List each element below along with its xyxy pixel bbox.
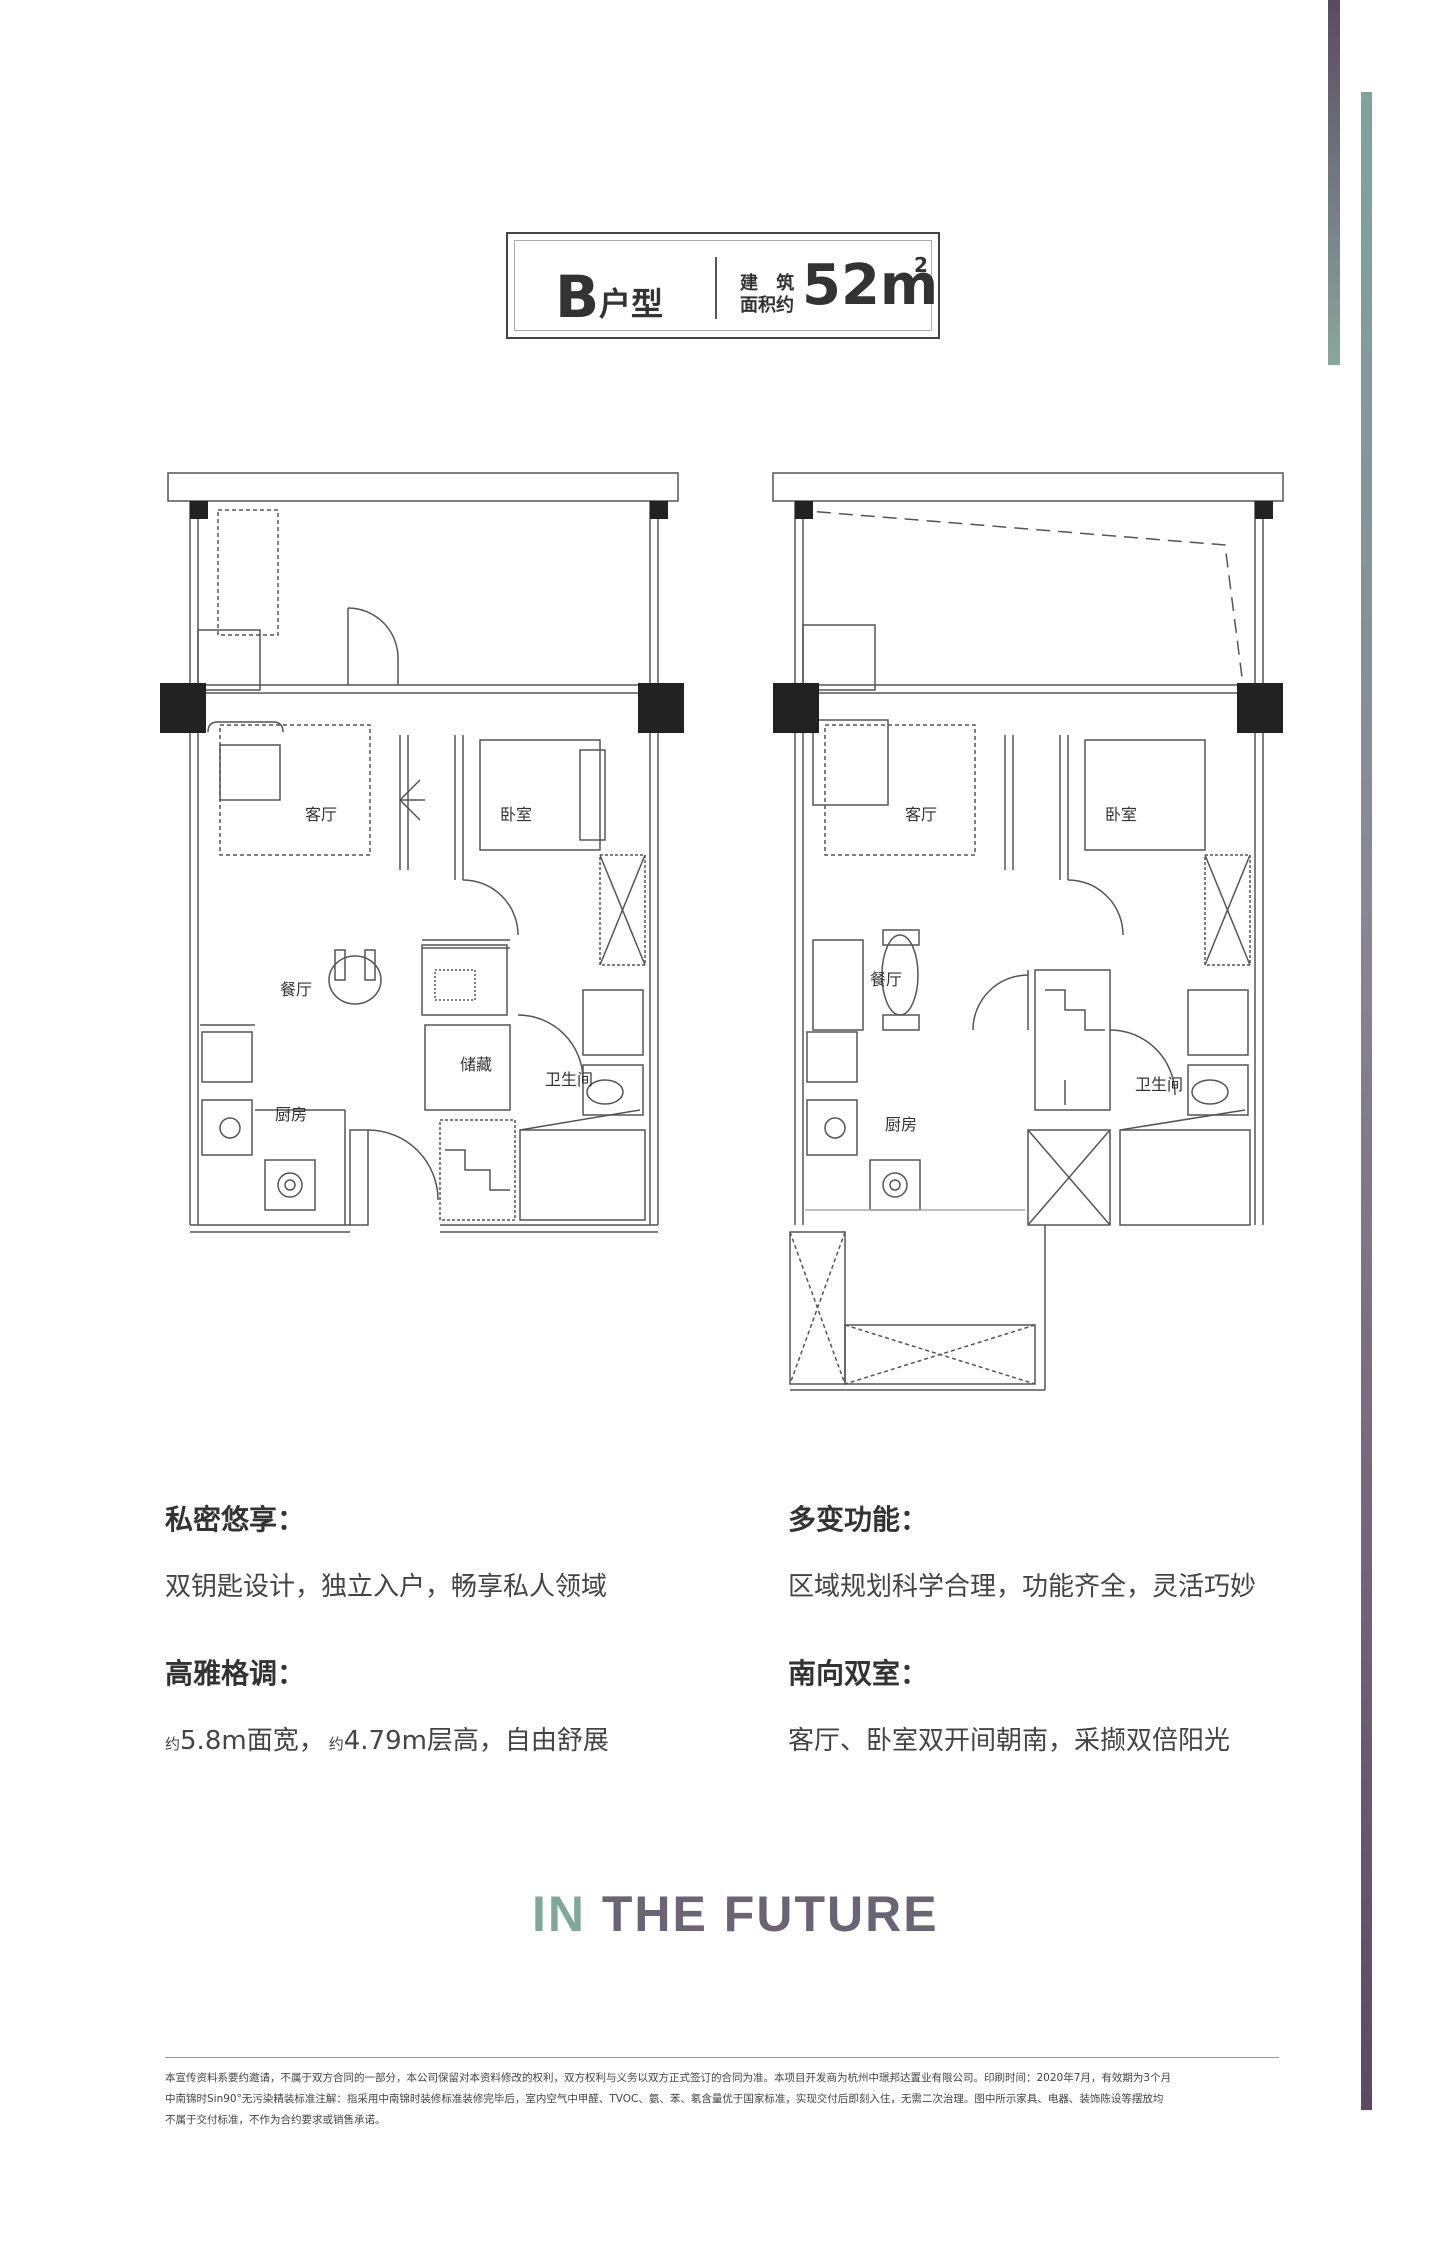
feature-privacy: 私密悠享： 双钥匙设计，独立入户，畅享私人领域 [165,1498,607,1603]
slogan-part: THE [586,1886,724,1942]
room-label-bedroom: 卧室 [1105,805,1137,824]
area-label-line1: 建 筑 [740,273,801,294]
feature-body-part: 4.79m层高，自由舒展 [343,1726,609,1756]
floor-plan-lower: 客厅 卧室 餐厅 储藏 卫生间 厨房 [160,472,684,1233]
balcony-railing [167,472,679,502]
area-unit-superscript: 2 [914,253,928,277]
feature-body: 区域规划科学合理，功能齐全，灵活巧妙 [788,1572,1257,1602]
slogan: IN THE FUTURE [532,1885,939,1943]
disclaimer-line: 本宣传资料系要约邀请，不属于双方合同的一部分，本公司保留对本资料修改的权利，双方… [165,2072,1172,2084]
room-label-bathroom: 卫生间 [1135,1075,1183,1094]
disclaimer-line: 不属于交付标准，不作为合约要求或销售承诺。 [165,2114,386,2126]
room-label-bedroom: 卧室 [500,805,532,824]
title-divider [715,257,717,319]
unit-type-letter: B [555,263,599,331]
feature-title: 南向双室： [788,1657,929,1690]
slogan-part: IN [532,1886,586,1942]
slogan-part: FUTURE [723,1886,939,1942]
unit-title-box: B 户型 建 筑 面积约 52m 2 [506,232,940,339]
disclaimer: 本宣传资料系要约邀请，不属于双方合同的一部分，本公司保留对本资料修改的权利，双方… [165,2068,1290,2131]
floor-plan-upper: 客厅 卧室 餐厅 卫生间 厨房 [772,472,1284,1391]
feature-south-facing: 南向双室： 客厅、卧室双开间朝南，采撷双倍阳光 [788,1652,1230,1757]
area-label-line2: 面积约 [740,295,794,316]
footer-divider [165,2057,1279,2058]
feature-title: 高雅格调： [165,1657,306,1690]
decorative-bar-right [1361,92,1372,2110]
room-label-dining: 餐厅 [870,970,902,989]
room-label-living: 客厅 [305,805,337,824]
title-inner-frame: B 户型 建 筑 面积约 52m 2 [514,240,938,331]
feature-title: 私密悠享： [165,1503,306,1536]
room-label-kitchen: 厨房 [885,1115,917,1134]
room-label-bathroom: 卫生间 [545,1070,593,1089]
room-label-dining: 餐厅 [280,980,312,999]
unit-type-label: 户型 [599,285,664,323]
feature-body: 客厅、卧室双开间朝南，采撷双倍阳光 [788,1726,1231,1756]
approx-prefix: 约 [165,1735,181,1753]
feature-title: 多变功能： [788,1503,929,1536]
feature-body: 约5.8m面宽，约4.79m层高，自由舒展 [165,1720,609,1757]
disclaimer-line: 中南锦时Sin90°无污染精装标准注解：指采用中南锦时装修标准装修完毕后，室内空… [165,2093,1164,2105]
feature-body: 双钥匙设计，独立入户，畅享私人领域 [165,1572,608,1602]
approx-prefix: 约 [328,1735,344,1753]
room-label-storage: 储藏 [460,1055,492,1074]
feature-body-part: 5.8m面宽， [180,1726,325,1756]
decorative-bar-top [1328,0,1340,365]
room-label-living: 客厅 [905,805,937,824]
feature-elegance: 高雅格调： 约5.8m面宽，约4.79m层高，自由舒展 [165,1652,609,1757]
area-value: 52m [802,253,939,318]
room-label-kitchen: 厨房 [275,1105,307,1124]
feature-flexibility: 多变功能： 区域规划科学合理，功能齐全，灵活巧妙 [788,1498,1256,1603]
